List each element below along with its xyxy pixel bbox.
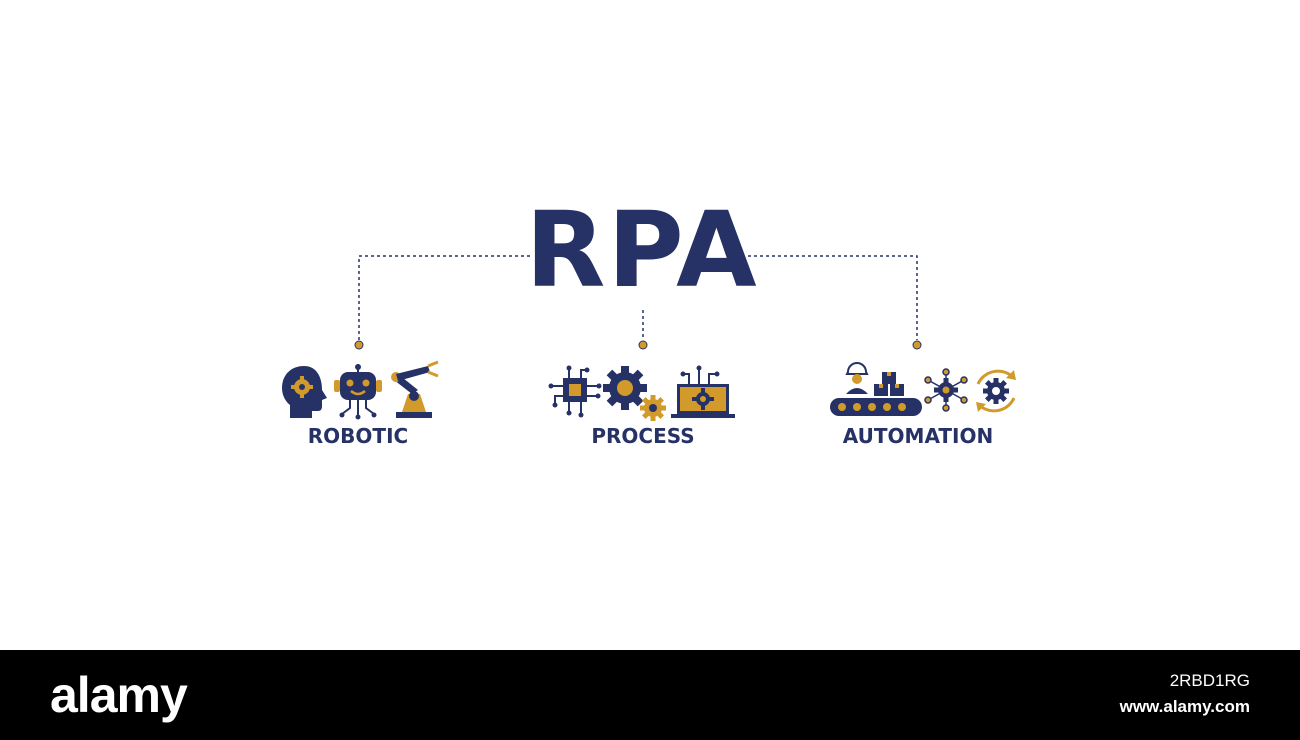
process-icons [548, 365, 735, 421]
gear-cycle-icon [976, 369, 1016, 413]
diagram-title: RPA [525, 189, 759, 311]
head-gear-icon [282, 366, 327, 418]
gears-icon [603, 366, 666, 421]
connector-robotic [358, 255, 530, 340]
image-id: 2RBD1RG [1169, 671, 1250, 690]
chip-circuit-icon [548, 365, 602, 418]
robot-icon [334, 364, 382, 420]
diagram-canvas: RPA [282, 189, 1016, 448]
automation-icons [830, 362, 1016, 416]
connector-dot-process [638, 340, 648, 350]
worker-icon [845, 362, 869, 394]
site-url: www.alamy.com [1119, 697, 1250, 716]
robotic-icons [282, 360, 439, 420]
laptop-gear-icon [671, 365, 735, 418]
connector-dot-robotic [354, 340, 364, 350]
conveyor-belt-icon [830, 372, 922, 416]
node-label-automation: AUTOMATION [842, 424, 994, 448]
node-label-robotic: ROBOTIC [307, 424, 409, 448]
alamy-logo: alamy [50, 667, 188, 723]
connector-automation [748, 255, 918, 340]
gear-network-icon [924, 368, 968, 412]
robotic-arm-icon [391, 360, 439, 418]
stock-footer-bar: alamy 2RBD1RG www.alamy.com [0, 650, 1300, 740]
node-label-process: PROCESS [591, 424, 695, 448]
connector-dot-automation [912, 340, 922, 350]
connector-lines [354, 255, 922, 350]
